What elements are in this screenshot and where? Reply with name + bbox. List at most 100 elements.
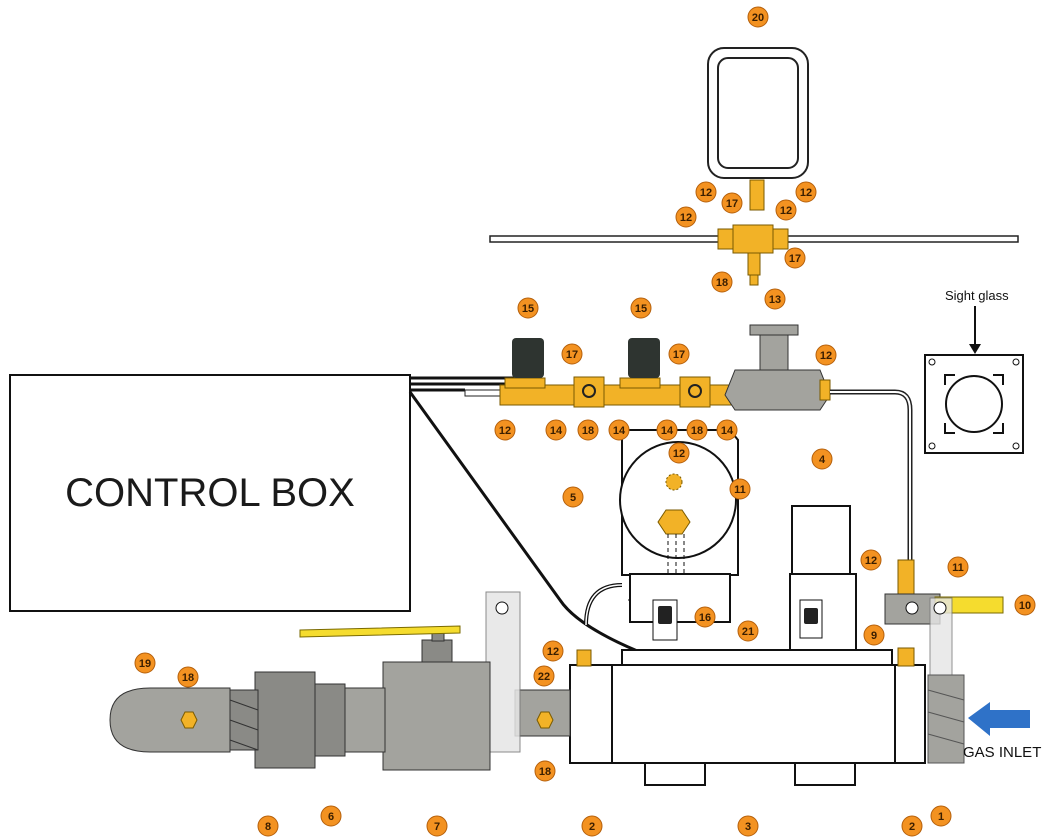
gas-inlet-arrow bbox=[968, 702, 1030, 736]
callout-number-c6: 6 bbox=[328, 811, 334, 823]
callout-number-c12f: 12 bbox=[499, 425, 511, 437]
callout-number-c1: 1 bbox=[938, 811, 944, 823]
callout-circle-c11b bbox=[947, 556, 969, 578]
callout-number-c21: 21 bbox=[742, 626, 754, 638]
callout-circle-c12b bbox=[795, 181, 817, 203]
callout-number-c12c: 12 bbox=[680, 212, 692, 224]
ball-valve-7 bbox=[382, 661, 491, 771]
valve-assembly-4 bbox=[789, 505, 857, 653]
callout-number-c19: 19 bbox=[139, 658, 151, 670]
gas-inlet-label: GAS INLET bbox=[963, 744, 1041, 761]
callout-number-c15a: 15 bbox=[522, 303, 534, 315]
callout-number-c11b: 11 bbox=[952, 562, 964, 574]
callout-number-c4: 4 bbox=[819, 454, 826, 466]
callout-circle-c2b bbox=[901, 815, 923, 837]
callout-number-c14a: 14 bbox=[550, 425, 563, 437]
regulator-13 bbox=[724, 324, 831, 411]
callout-number-c17c: 17 bbox=[566, 349, 578, 361]
callout-circle-c8 bbox=[257, 815, 279, 837]
callout-number-c17a: 17 bbox=[726, 198, 738, 210]
callout-number-c18c: 18 bbox=[691, 425, 703, 437]
callout-number-c13: 13 bbox=[769, 294, 781, 306]
callout-circle-c18d bbox=[177, 666, 199, 688]
callout-circle-c6 bbox=[320, 805, 342, 827]
valve-assembly-5 bbox=[619, 429, 739, 601]
callout-circle-c17a bbox=[721, 192, 743, 214]
callout-number-c9: 9 bbox=[871, 630, 877, 642]
callout-circle-c9 bbox=[863, 624, 885, 646]
callout-circle-c7 bbox=[426, 815, 448, 837]
callout-number-c12h: 12 bbox=[865, 555, 877, 567]
manifold-body-3 bbox=[569, 664, 926, 764]
callout-circle-c10 bbox=[1014, 594, 1036, 616]
control-wires bbox=[408, 371, 820, 662]
callout-circle-c2a bbox=[581, 815, 603, 837]
top-tee-fittings bbox=[717, 179, 789, 286]
bracket bbox=[485, 591, 521, 753]
callout-number-c7: 7 bbox=[434, 821, 440, 833]
callout-number-c15b: 15 bbox=[635, 303, 647, 315]
callout-circle-c17c bbox=[561, 343, 583, 365]
callout-circle-c14a bbox=[545, 419, 567, 441]
callout-circle-c18c bbox=[686, 419, 708, 441]
handle-lever bbox=[299, 625, 461, 638]
callout-circle-c17d bbox=[668, 343, 690, 365]
callout-circle-c4 bbox=[811, 448, 833, 470]
control-box bbox=[9, 374, 411, 612]
callout-number-c11a: 11 bbox=[734, 484, 746, 496]
gauge-20 bbox=[707, 47, 809, 179]
callout-circle-c12a bbox=[695, 181, 717, 203]
callout-circle-c21 bbox=[737, 620, 759, 642]
solenoid-valve-2 bbox=[628, 338, 660, 378]
callout-number-c12e: 12 bbox=[820, 350, 832, 362]
callout-number-c18e: 18 bbox=[539, 766, 551, 778]
callout-number-c17d: 17 bbox=[673, 349, 685, 361]
callout-circle-c18e bbox=[534, 760, 556, 782]
callout-circle-c11a bbox=[729, 478, 751, 500]
callout-number-c12a: 12 bbox=[700, 187, 712, 199]
callout-circle-c12f bbox=[494, 419, 516, 441]
callout-number-c14d: 14 bbox=[721, 425, 734, 437]
control-box-label: CONTROL BOX bbox=[65, 470, 355, 515]
callout-circle-c12e bbox=[815, 344, 837, 366]
callout-number-c14b: 14 bbox=[613, 425, 626, 437]
callout-number-c18a: 18 bbox=[716, 277, 728, 289]
callout-circle-c12d bbox=[775, 199, 797, 221]
callout-number-c14c: 14 bbox=[661, 425, 674, 437]
callout-number-c10: 10 bbox=[1019, 600, 1031, 612]
callout-circle-c18b bbox=[577, 419, 599, 441]
callout-number-c2b: 2 bbox=[909, 821, 915, 833]
callout-circle-c14c bbox=[656, 419, 678, 441]
callout-number-c17b: 17 bbox=[789, 253, 801, 265]
callout-circle-c1 bbox=[930, 805, 952, 827]
callout-circle-c15b bbox=[630, 297, 652, 319]
solenoid-valve-1 bbox=[512, 338, 544, 378]
callout-number-c12b: 12 bbox=[800, 187, 812, 199]
callout-number-c3: 3 bbox=[745, 821, 751, 833]
callout-circle-c12c bbox=[675, 206, 697, 228]
callout-circle-c16 bbox=[694, 606, 716, 628]
callout-circle-c19 bbox=[134, 652, 156, 674]
sight-glass-label: Sight glass bbox=[945, 288, 1009, 303]
callout-circle-c14d bbox=[716, 419, 738, 441]
callout-number-c22: 22 bbox=[538, 671, 550, 683]
callout-number-c12d: 12 bbox=[780, 205, 792, 217]
callout-number-c20: 20 bbox=[752, 12, 764, 24]
pipe-cap-19 bbox=[109, 687, 231, 753]
callout-number-c12i: 12 bbox=[547, 646, 559, 658]
callout-circle-c12h bbox=[860, 549, 882, 571]
callout-number-c2a: 2 bbox=[589, 821, 595, 833]
callout-circle-c12g bbox=[668, 442, 690, 464]
callout-circle-c3 bbox=[737, 815, 759, 837]
callout-circle-c22 bbox=[533, 665, 555, 687]
callout-circle-c14b bbox=[608, 419, 630, 441]
callout-number-c5: 5 bbox=[570, 492, 576, 504]
callout-number-c18b: 18 bbox=[582, 425, 594, 437]
callout-number-c16: 16 bbox=[699, 612, 711, 624]
callout-number-c18d: 18 bbox=[182, 672, 194, 684]
solenoid-manifold bbox=[464, 338, 741, 408]
callout-circle-c5 bbox=[562, 486, 584, 508]
callout-circle-c17b bbox=[784, 247, 806, 269]
